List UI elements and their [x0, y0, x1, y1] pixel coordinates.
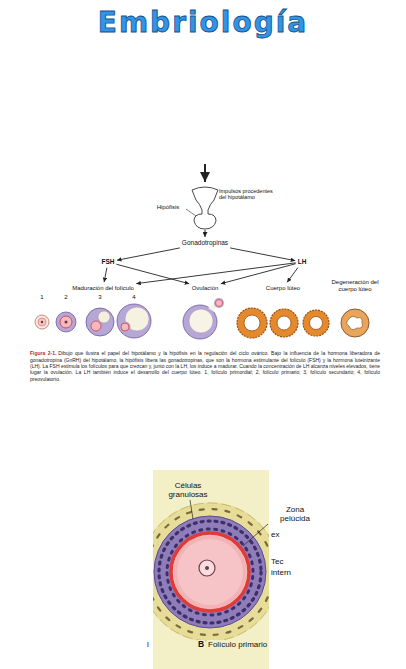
caption-block: Figura 2-1.Dibujo que ilustra el papel d…	[30, 350, 380, 382]
callout-number: 3	[98, 294, 101, 301]
flow-arrow	[117, 248, 180, 260]
flow-label: Cuerpo lúteo	[265, 284, 301, 293]
corpus-luteum	[237, 308, 329, 338]
flow-label: LH	[297, 257, 308, 266]
panel-title: Folículo primario	[207, 640, 268, 649]
flow-arrow	[116, 264, 189, 283]
part-label: intern	[271, 568, 291, 577]
figure-number: Figura 2-1.	[30, 350, 56, 356]
leader-line	[186, 209, 196, 216]
ovulation-drawing	[183, 298, 224, 339]
node-text: Gonadotropinas	[182, 239, 228, 246]
flow-label: Ovulación	[191, 284, 220, 293]
part-label: Tec	[271, 557, 283, 566]
flow-label: Maduración del folículo	[71, 284, 135, 293]
leader-line	[190, 500, 193, 519]
part-label: Zona pelúcida	[270, 505, 320, 523]
flow-label: Hipófisis	[156, 203, 181, 212]
hypophysis-drawing	[192, 187, 218, 229]
leader-line	[243, 524, 268, 546]
node-text: Hipófisis	[157, 204, 180, 211]
panel-letter: B	[197, 640, 205, 650]
node-text: Degeneración del cuerpo lúteo	[326, 279, 384, 293]
callout-number: 1	[40, 294, 43, 301]
preovulatory-follicle	[117, 304, 151, 338]
part-label: ex	[271, 530, 279, 539]
degenerating-corpus-luteum	[341, 309, 369, 337]
primary-follicle-illustration	[153, 470, 269, 669]
primordial-follicle	[35, 315, 49, 329]
page-title: Embriología	[0, 6, 406, 39]
flow-arrow	[221, 264, 296, 284]
part-label: l	[147, 640, 149, 649]
node-text: Maduración del folículo	[72, 285, 134, 292]
flow-label: FSH	[101, 257, 116, 266]
node-text: Ovulación	[192, 285, 219, 292]
figure-caption: Dibujo que ilustra el papel del hipotála…	[30, 350, 380, 382]
part-label: Células granulosas	[162, 481, 214, 499]
primary-follicle-small	[56, 312, 76, 332]
release-arrow	[205, 230, 206, 237]
flow-arrow	[230, 248, 295, 261]
callout-number: 4	[132, 294, 135, 301]
flow-arrow	[136, 263, 295, 284]
flow-label: Gonadotropinas	[181, 238, 229, 247]
flow-label: Degeneración del cuerpo lúteo	[325, 278, 385, 294]
callout-number: 2	[64, 294, 67, 301]
input-arrow	[204, 164, 206, 182]
node-text: FSH	[102, 258, 115, 265]
node-text: Impulsos procedentes del hipotálamo	[219, 188, 281, 201]
secondary-follicle	[86, 308, 114, 336]
node-text: Cuerpo lúteo	[266, 285, 300, 292]
node-text: LH	[298, 258, 307, 265]
flow-arrow	[104, 268, 107, 282]
flow-arrow	[287, 268, 298, 283]
flow-label: Impulsos procedentes del hipotálamo	[218, 187, 282, 202]
